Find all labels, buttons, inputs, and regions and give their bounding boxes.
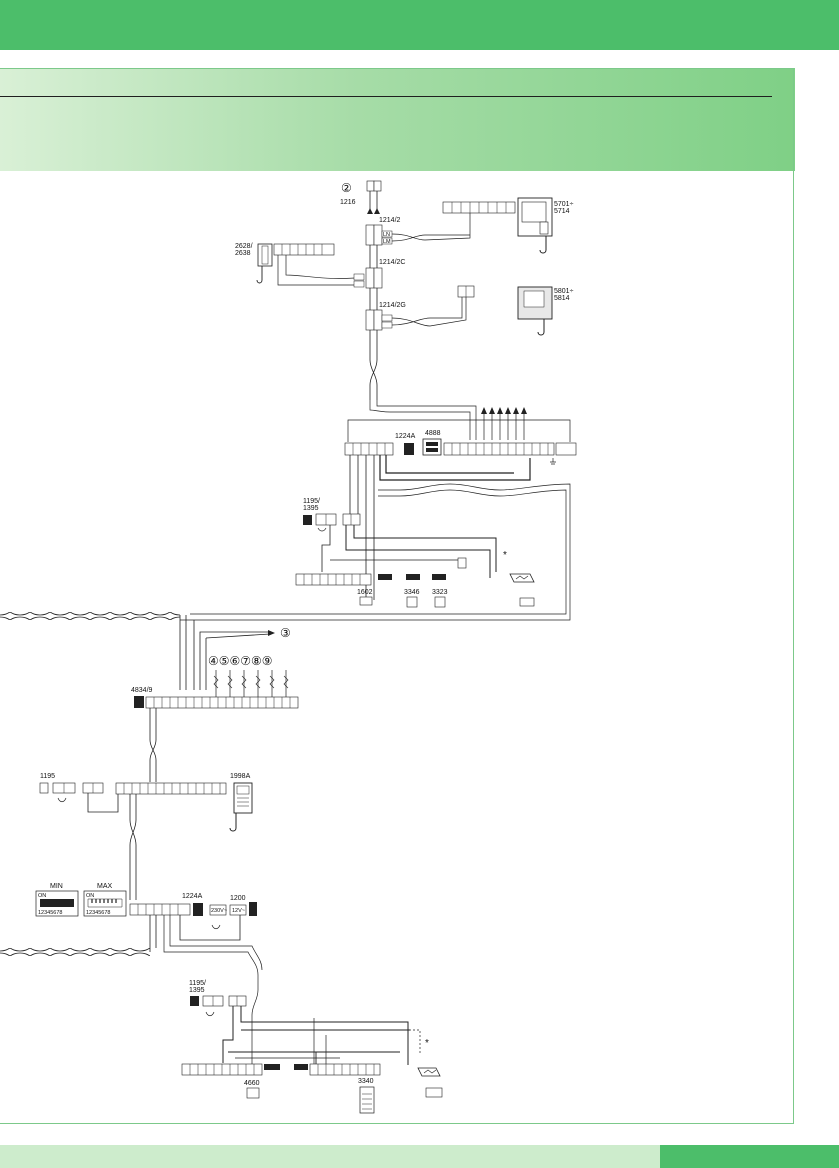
keypad-1602-icon — [359, 596, 373, 606]
model-1224a-mid-label: 1224A — [182, 893, 203, 900]
label-230v: 230V~ — [211, 908, 227, 914]
terminal-row-1602 — [295, 557, 467, 586]
model-1195-label: 1195 — [40, 773, 55, 780]
model-1602-label: 1602 — [357, 589, 373, 596]
actuator-lock-lower-icon — [417, 1067, 441, 1077]
header-rule — [0, 96, 772, 97]
model-3340-label: 3340 — [358, 1078, 374, 1085]
model-5801-label: 5801÷ — [554, 288, 574, 295]
dip-max-on-label: ON — [86, 893, 94, 899]
power-supply-1224a-mid-icon — [193, 903, 203, 916]
model-1195-1395-d-label: 1395 — [189, 987, 205, 994]
door-module-icon — [519, 597, 535, 607]
power-supply-1195-mid-icon — [39, 782, 49, 794]
switch-1214-2c-label: 1214/2C — [379, 259, 405, 266]
model-3323-label: 3323 — [432, 589, 448, 596]
top-green-band — [0, 0, 839, 50]
module-3346-icon — [406, 596, 418, 608]
terminal-row-1998a — [115, 782, 227, 795]
twisted-bus-left-upper — [0, 612, 180, 620]
terminal-row-distributor — [344, 442, 577, 456]
power-supply-1195-icon — [303, 515, 312, 525]
arrows-riser-outputs — [481, 407, 527, 440]
monitor-5701-icon — [517, 197, 553, 254]
power-supply-1195-lower-icon — [190, 996, 199, 1006]
refs-4-9-label: ④⑤⑥⑦⑧⑨ — [208, 654, 273, 668]
model-5814-label: 5814 — [554, 295, 570, 302]
model-5701-label: 5701÷ — [554, 201, 574, 208]
switch-1214-2: LN LM — [365, 224, 393, 246]
model-1998a-label: 1998A — [230, 773, 251, 780]
model-2628-label: 2628/ — [235, 243, 253, 250]
star-a-label: * — [503, 550, 507, 561]
footer-accent — [660, 1145, 839, 1168]
model-4834-label: 4834/9 — [131, 687, 153, 694]
dip-min-digits: 12345678 — [38, 910, 62, 916]
switch-ln-tag: LN — [383, 232, 390, 238]
power-supply-1200-icon — [209, 902, 257, 916]
terminal-block-1195-mid — [52, 782, 104, 794]
module-4834-icon — [134, 696, 144, 708]
power-supply-1224a-icon — [404, 443, 414, 455]
switch-1214-2g — [365, 309, 393, 331]
model-5714-label: 5714 — [554, 208, 570, 215]
terminal-block-1195-lower — [202, 995, 247, 1007]
model-1224a-top-label: 1224A — [395, 433, 416, 440]
terminal-block-1216 — [366, 180, 382, 192]
module-4660-icon — [246, 1087, 260, 1099]
zone-inputs — [213, 670, 289, 698]
terminal-block-1195-upper — [315, 513, 361, 526]
keypad-3340-icon — [359, 1086, 375, 1114]
door-module-lower-icon — [425, 1087, 443, 1098]
dip-min-label: MIN — [50, 883, 63, 890]
switch-lm-tag: LM — [383, 239, 391, 245]
label-12v: 12V~ — [232, 908, 245, 914]
switch-1214-2c — [353, 267, 383, 289]
terminal-block-5801 — [457, 285, 475, 298]
model-1195-1395-a-label: 1195/ — [303, 498, 320, 505]
model-1200-label: 1200 — [230, 895, 246, 902]
model-3346-label: 3346 — [404, 589, 420, 596]
model-4660-label: 4660 — [244, 1080, 260, 1087]
dip-switch-min — [35, 890, 79, 917]
door-phone-1998a-icon — [229, 782, 253, 832]
dip-min-on-label: ON — [38, 893, 46, 899]
ref-2-label: ② — [341, 181, 352, 195]
twisted-bus-left-lower — [0, 948, 150, 956]
dip-switch-max — [83, 890, 127, 917]
ac-wave-icon — [317, 527, 327, 532]
model-1195-1395-c-label: 1195/ — [189, 980, 206, 987]
dip-max-digits: 12345678 — [86, 910, 110, 916]
ground-icon — [550, 458, 556, 465]
switch-1214-2-label: 1214/2 — [379, 217, 401, 224]
model-4888-label: 4888 — [425, 430, 441, 437]
model-1195-1395-b-label: 1395 — [303, 505, 319, 512]
terminal-row-4660 — [181, 1063, 381, 1076]
terminal-block-2628 — [273, 243, 335, 256]
module-4888-icon — [422, 438, 442, 456]
ref-3-label: ③ — [280, 626, 291, 640]
terminal-row-4834 — [145, 696, 299, 709]
model-2638-label: 2638 — [235, 250, 251, 257]
dip-max-label: MAX — [97, 883, 113, 890]
ref-2-code-label: 1216 — [340, 199, 356, 206]
actuator-lock-icon — [509, 573, 535, 583]
module-3323-icon — [434, 596, 446, 608]
monitor-5801-icon — [517, 286, 553, 336]
star-b-label: * — [425, 1038, 429, 1049]
handset-2628-icon — [256, 243, 273, 284]
footer-band — [0, 1145, 660, 1168]
header-panel — [0, 68, 795, 171]
terminal-block-5701 — [442, 201, 516, 214]
switch-1214-2g-label: 1214/2G — [379, 302, 406, 309]
terminal-row-lower — [129, 903, 191, 916]
